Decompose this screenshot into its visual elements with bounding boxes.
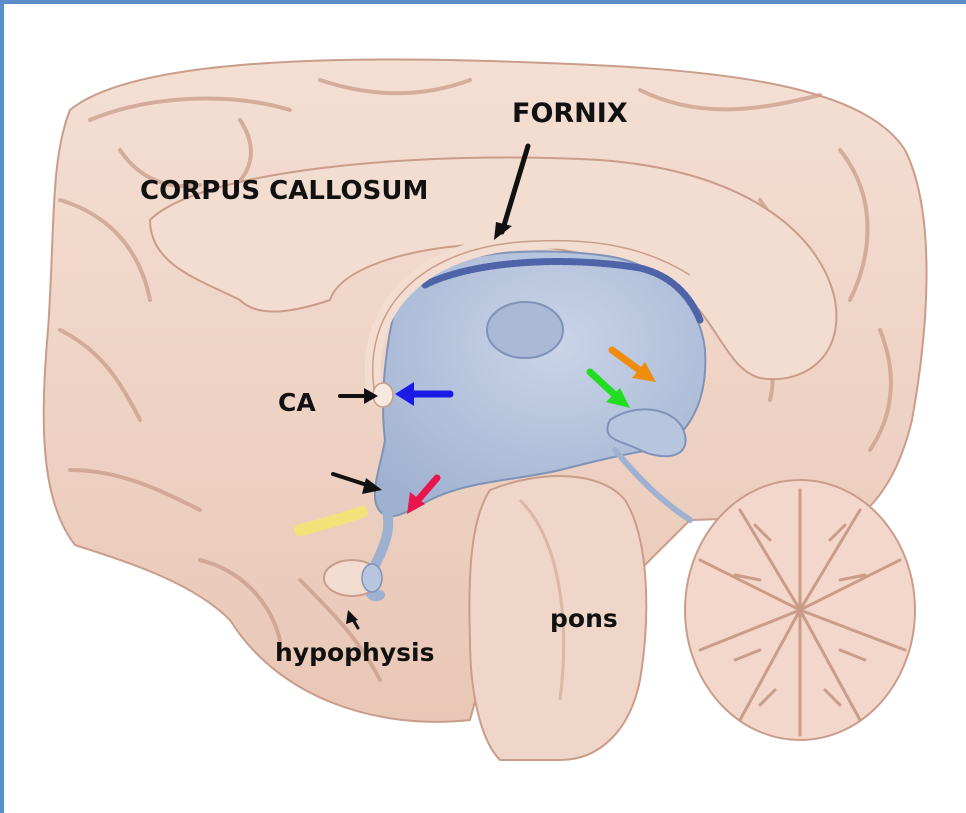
label-pons: pons <box>550 604 618 633</box>
label-hypophysis: hypophysis <box>275 638 435 667</box>
label-fornix: FORNIX <box>512 98 628 129</box>
cerebellum <box>685 480 915 740</box>
interthalamic-adhesion <box>487 302 563 358</box>
label-corpus-callosum: CORPUS CALLOSUM <box>140 176 428 206</box>
label-ca: CA <box>278 388 316 417</box>
